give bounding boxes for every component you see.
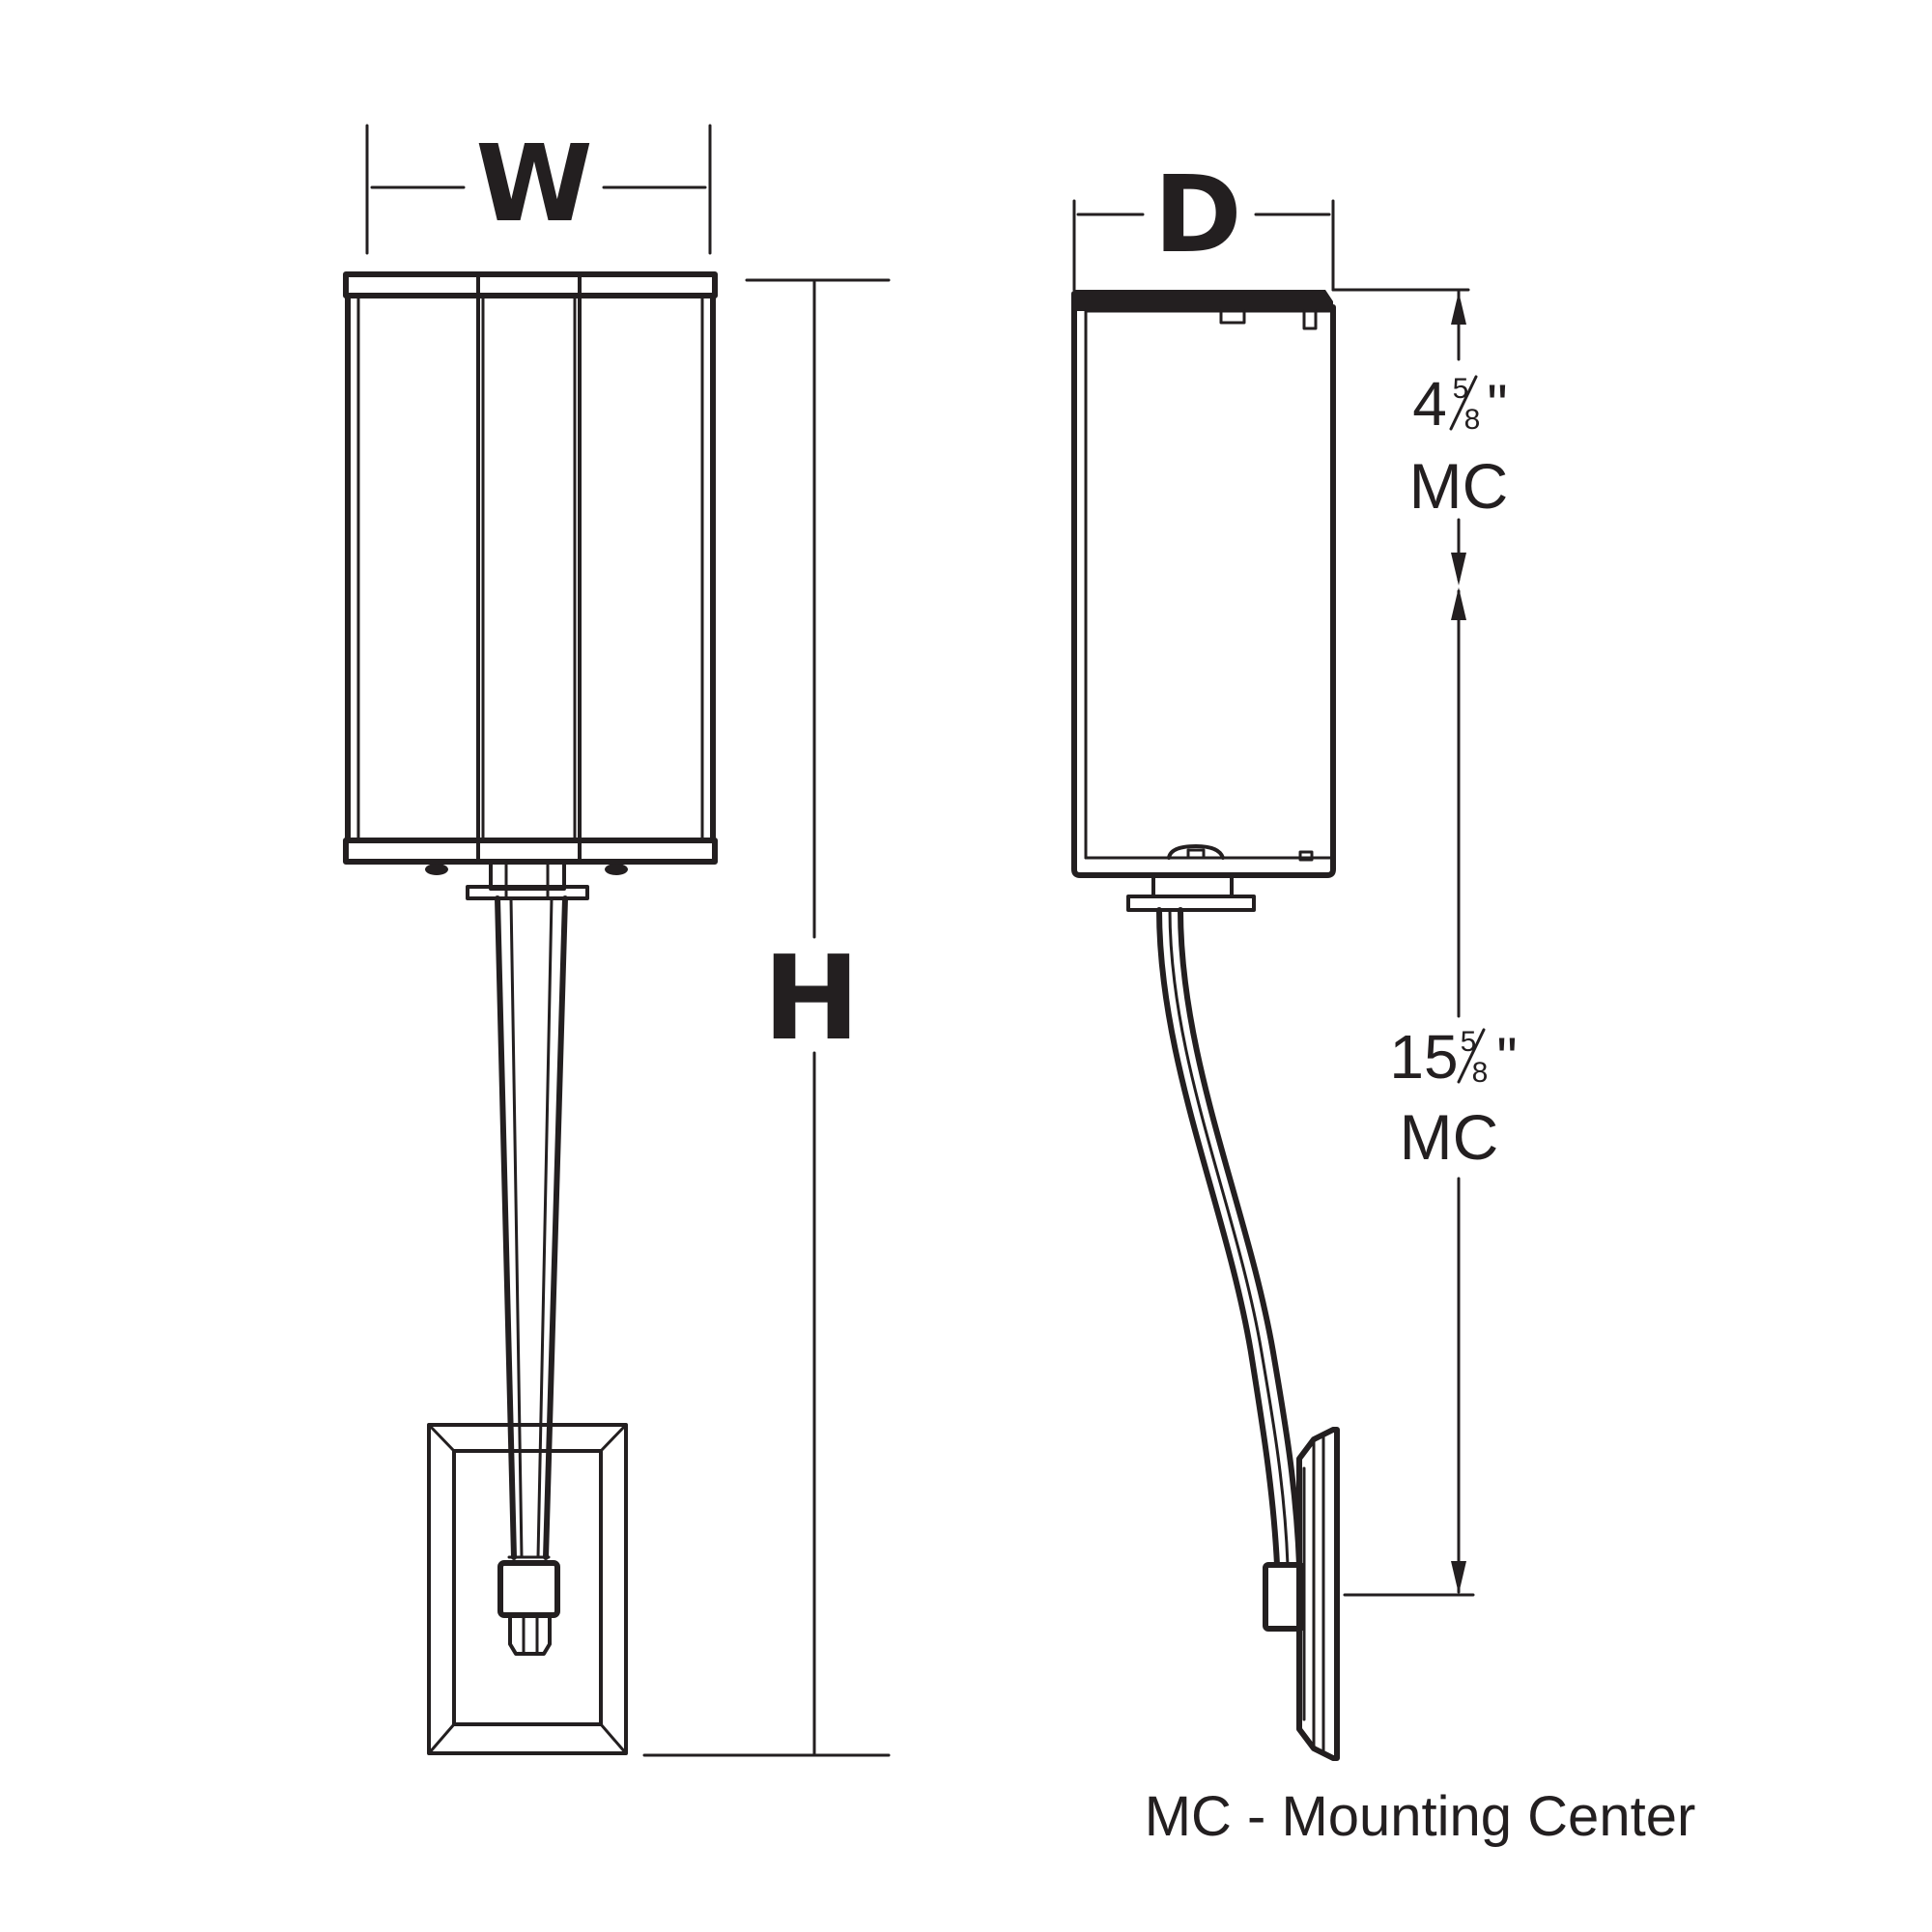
- front-arm: [466, 860, 589, 1656]
- width-label: W: [475, 122, 592, 245]
- mounting-center-dimension: [1331, 288, 1475, 1597]
- side-shade: [1071, 290, 1336, 878]
- upper-dimension-suffix: MC: [1409, 450, 1509, 522]
- upper-dimension-label: 4 5 8 " MC: [1409, 369, 1509, 522]
- side-arm: [1126, 873, 1305, 1632]
- upper-dimension-numerator: 5: [1453, 373, 1469, 405]
- front-shade: [343, 271, 718, 875]
- front-view: W: [343, 122, 891, 1757]
- upper-dimension-unit: ": [1487, 373, 1507, 438]
- depth-label: D: [1153, 153, 1241, 276]
- lower-dimension-suffix: MC: [1400, 1101, 1499, 1173]
- front-backplate: [427, 1423, 628, 1755]
- lower-dimension-numerator: 5: [1461, 1026, 1477, 1058]
- lower-dimension-label: 15 5 8 " MC: [1389, 1022, 1517, 1173]
- lower-dimension-unit: ": [1496, 1026, 1517, 1091]
- lower-dimension-whole: 15: [1389, 1022, 1458, 1092]
- upper-dimension-whole: 4: [1412, 369, 1447, 439]
- depth-dimension: D: [1072, 153, 1335, 292]
- side-backplate: [1296, 1427, 1340, 1761]
- height-label: H: [763, 932, 860, 1066]
- mounting-center-legend: MC - Mounting Center: [1145, 1785, 1696, 1848]
- side-view: D: [1071, 153, 1518, 1761]
- width-dimension: W: [365, 122, 712, 255]
- upper-dimension-denominator: 8: [1464, 404, 1481, 436]
- height-dimension: H: [642, 278, 891, 1757]
- lower-dimension-denominator: 8: [1472, 1057, 1489, 1089]
